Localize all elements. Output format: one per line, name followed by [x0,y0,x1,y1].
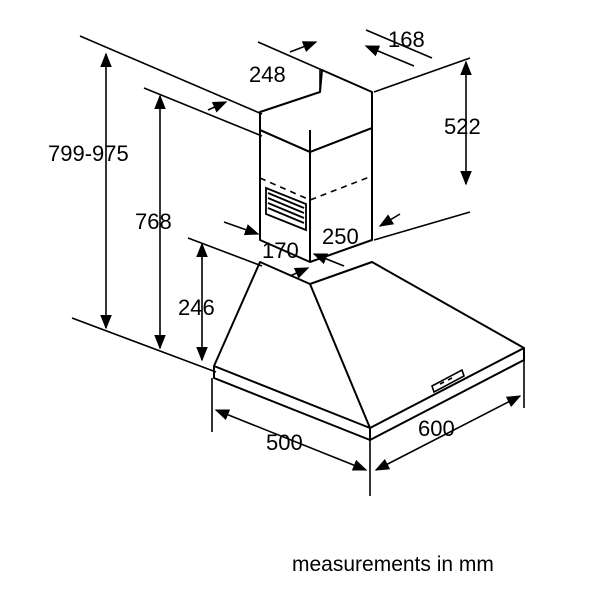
label-total-height: 799-975 [48,141,129,166]
dim-line-500 [214,409,368,471]
dim-line-168 [364,45,415,67]
hood-outline [213,69,525,441]
label-chimney-width-lower: 170 [262,238,299,263]
dim-line-250 [312,253,345,267]
label-chimney-width-top: 248 [249,62,286,87]
label-hood-depth: 500 [266,430,303,455]
units-caption: measurements in mm [292,553,494,576]
dim-line-170 [223,221,260,236]
vent-grille-icon [265,186,307,232]
label-chimney-depth-lower: 250 [322,224,359,249]
control-panel-icon [431,368,465,394]
label-canopy-to-top: 768 [135,209,172,234]
dim-line-250-b [378,213,401,227]
label-hood-width: 600 [418,416,455,441]
canopy [213,261,525,429]
dim-line-248 [289,41,318,53]
dim-line-600 [374,395,522,471]
label-canopy-height: 246 [178,295,215,320]
label-upper-chimney-length: 522 [444,114,481,139]
label-chimney-depth: 168 [388,27,425,52]
dimension-lines [100,41,522,471]
dim-line-170-b [289,267,310,279]
dim-line-248-lower [207,101,228,113]
